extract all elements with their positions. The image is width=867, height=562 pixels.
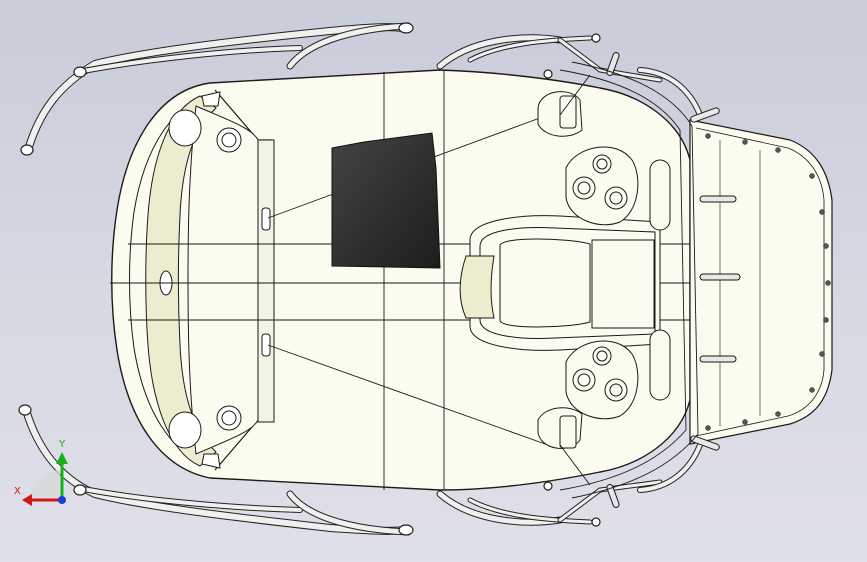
rear-frame [559, 61, 699, 499]
y-axis-arrow [56, 452, 68, 464]
dark-panel [331, 132, 441, 269]
x-axis-label: X [14, 486, 21, 497]
rail-end-caps [18, 22, 601, 536]
windshield-bar [257, 139, 275, 423]
transom-pins [606, 52, 741, 508]
hull-inner-line [129, 91, 221, 469]
coordinate-triad: X Y [10, 440, 80, 510]
triad-graphic [22, 452, 68, 506]
y-axis-label: Y [59, 439, 66, 450]
aft-pods [537, 91, 671, 449]
bow-fixtures [159, 91, 242, 469]
z-axis [58, 496, 66, 504]
helm-seat [459, 215, 661, 351]
swim-platform [689, 119, 833, 445]
rails [22, 22, 703, 536]
platform-rivets [705, 133, 831, 431]
cup-holders [565, 146, 639, 420]
x-axis-arrow [22, 494, 32, 506]
bow-cushion [145, 95, 217, 467]
bow-seating [187, 105, 259, 455]
